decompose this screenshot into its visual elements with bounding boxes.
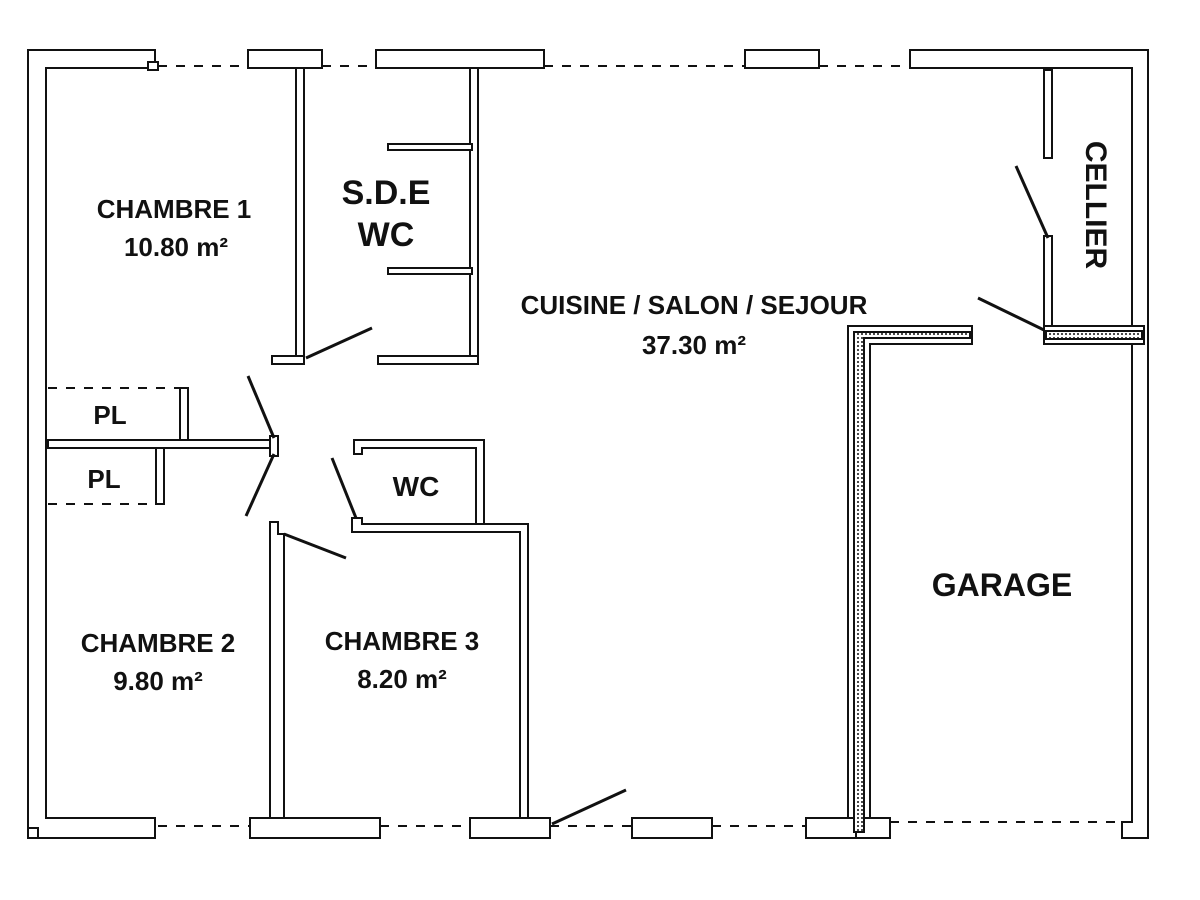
wall-sde-bottom <box>377 355 479 365</box>
door-entrance <box>551 788 627 826</box>
windows <box>158 65 1122 827</box>
bottom-wall-seg-1 <box>249 817 381 839</box>
sde-shelf-1 <box>387 143 473 151</box>
top-wall-seg-2 <box>375 49 545 69</box>
room-name-cellier: CELLIER <box>1079 141 1112 270</box>
wall-sde-right <box>469 67 479 365</box>
door-garage <box>977 296 1045 332</box>
door-sde <box>305 326 373 360</box>
room-area-chambre-3: 8.20 m² <box>357 664 447 694</box>
window-jamb <box>147 61 159 71</box>
bottom-wall-seg-3 <box>631 817 713 839</box>
corner-post-bl <box>27 827 39 839</box>
door-ch2 <box>244 453 276 517</box>
top-wall-seg-3 <box>744 49 820 69</box>
room-name-wc: WC <box>393 471 440 502</box>
room-area-chambre-1: 10.80 m² <box>124 232 228 262</box>
room-name-sejour: CUISINE / SALON / SEJOUR <box>521 290 868 320</box>
room-name-sde-wc: WC <box>358 216 415 254</box>
wall-wc-box <box>353 439 485 527</box>
left-outer-wall <box>27 49 156 839</box>
wall-ch3-top-right <box>351 517 529 819</box>
wall-cellier-upper <box>1043 69 1053 159</box>
sde-shelf-2 <box>387 267 473 275</box>
room-labels: CHAMBRE 1 10.80 m² S.D.E WC CUISINE / SA… <box>81 141 1112 696</box>
outer-walls <box>27 49 1149 839</box>
wall-cellier-lower <box>1043 235 1053 329</box>
bottom-wall-seg-4 <box>805 817 857 839</box>
bottom-wall-seg-2 <box>469 817 551 839</box>
room-name-chambre-2: CHAMBRE 2 <box>81 628 236 658</box>
garage-insulation-left <box>853 331 971 833</box>
wall-ch1-sde-foot <box>271 355 305 365</box>
room-name-garage: GARAGE <box>932 567 1072 603</box>
interior-walls <box>47 67 1145 833</box>
wall-pl1 <box>179 387 189 441</box>
wall-ch2-ch3 <box>269 521 285 819</box>
room-area-sejour: 37.30 m² <box>642 330 746 360</box>
top-wall-seg-1 <box>247 49 323 69</box>
room-name-chambre-3: CHAMBRE 3 <box>325 626 480 656</box>
door-ch3 <box>283 532 347 560</box>
garage-insulation-top <box>1045 330 1143 340</box>
wall-pl2 <box>155 447 165 505</box>
right-outer-wall <box>909 49 1149 839</box>
wall-pl-mid <box>47 439 277 449</box>
door-cellier <box>1014 165 1050 239</box>
room-name-pl-1: PL <box>93 400 126 430</box>
door-ch1 <box>246 375 276 439</box>
doors <box>244 165 1050 826</box>
room-name-chambre-1: CHAMBRE 1 <box>97 194 252 224</box>
wall-ch1-sde <box>295 67 305 359</box>
room-area-chambre-2: 9.80 m² <box>113 666 203 696</box>
room-name-sde: S.D.E <box>342 174 431 212</box>
door-wc <box>330 457 358 519</box>
hall-jamb <box>269 435 279 457</box>
room-name-pl-2: PL <box>87 464 120 494</box>
